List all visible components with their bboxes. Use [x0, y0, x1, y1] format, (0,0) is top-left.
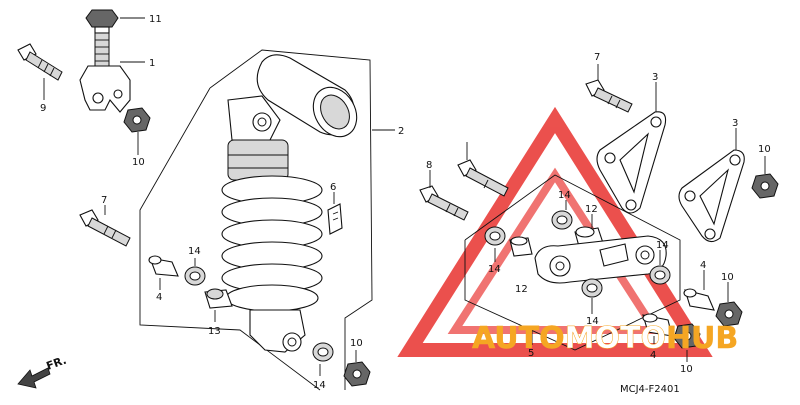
shock-absorber-2	[221, 54, 358, 353]
callout-11: 11	[149, 14, 162, 25]
callout-10: 10	[758, 144, 771, 155]
watermark-logo: AUTOMOTOHUB	[472, 321, 739, 357]
callout-10: 10	[350, 338, 363, 349]
collar-4-c	[642, 313, 673, 337]
upper-mount-1	[79, 32, 131, 113]
callout-3: 3	[732, 118, 738, 129]
callout-14: 14	[313, 380, 326, 391]
watermark-text-auto: AUTO	[472, 321, 565, 356]
bearing-14-e	[581, 278, 603, 298]
callout-labels: 11 1 9 10 2 6 7 14 4 13 10 14 7 3 3 10 8…	[40, 14, 771, 391]
bearing-14-b	[312, 342, 334, 362]
collar-12-c	[509, 236, 533, 257]
callout-14: 14	[586, 316, 599, 327]
bearing-14-f	[649, 265, 671, 285]
collar-13	[204, 288, 233, 309]
callout-14: 14	[558, 190, 571, 201]
callout-8: 8	[426, 160, 432, 171]
callout-5: 5	[528, 348, 534, 359]
bolt-8	[419, 185, 469, 221]
label-6	[327, 203, 343, 235]
nut-10-c	[751, 173, 779, 199]
bolt-7-b	[585, 79, 633, 113]
callout-2: 2	[398, 126, 404, 137]
bolt-9	[17, 43, 63, 81]
front-arrow-icon	[17, 367, 51, 389]
diagram-code: MCJ4-F2401	[620, 384, 680, 395]
callout-14: 14	[488, 264, 501, 275]
nut-10-d	[715, 301, 743, 327]
collar-4-a	[148, 255, 179, 277]
callout-9: 9	[40, 103, 46, 114]
bearing-14-a	[184, 266, 206, 286]
shock-spring	[221, 175, 323, 312]
bearing-14-c	[484, 226, 506, 246]
bearing-14-d	[551, 210, 573, 230]
watermark-text-hub: HUB	[666, 321, 738, 356]
callout-4: 4	[700, 260, 706, 271]
callout-4: 4	[650, 350, 656, 361]
nut-10-a	[123, 107, 151, 133]
callout-12: 12	[515, 284, 528, 295]
callout-10: 10	[721, 272, 734, 283]
link-group-panel	[464, 174, 681, 351]
callout-13: 13	[208, 326, 221, 337]
callout-1: 1	[149, 58, 155, 69]
callout-10: 10	[132, 157, 145, 168]
collar-4-b	[683, 288, 715, 311]
nut-10-b	[343, 361, 371, 387]
front-direction-indicator: FR.	[17, 354, 69, 389]
callout-12: 12	[585, 204, 598, 215]
callout-4: 4	[156, 292, 162, 303]
bolt-7-c	[457, 159, 509, 197]
link-arm-5	[534, 235, 667, 284]
nut-11	[85, 9, 119, 34]
nut-10-e	[673, 323, 701, 349]
bracket-3-a	[596, 111, 667, 214]
watermark-text-moto: MOTO	[565, 321, 666, 356]
svg-text:AUTOMOTOHUB: AUTOMOTOHUB	[472, 321, 738, 356]
bolt-7-a	[79, 209, 131, 247]
callout-10: 10	[680, 364, 693, 375]
callout-7: 7	[594, 52, 600, 63]
callout-7: 7	[101, 195, 107, 206]
bracket-3-b	[678, 149, 745, 243]
callout-14: 14	[656, 240, 669, 251]
front-label: FR.	[45, 354, 69, 373]
callout-6: 6	[330, 182, 336, 193]
callout-3: 3	[652, 72, 658, 83]
callout-14: 14	[188, 246, 201, 257]
